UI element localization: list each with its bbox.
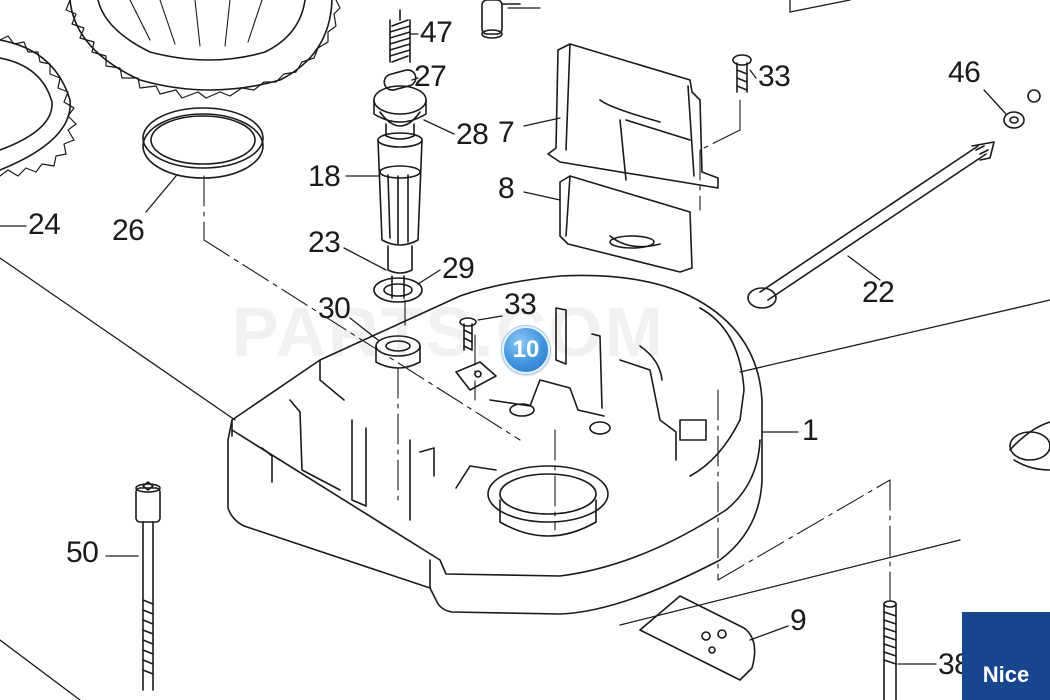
callout-26[interactable]: 26: [112, 214, 145, 247]
cover-7: [547, 43, 719, 189]
callout-50[interactable]: 50: [66, 536, 99, 569]
part-hotspot-10[interactable]: 10: [502, 326, 550, 374]
washer-46: [1003, 89, 1041, 129]
screw-33-top: [732, 54, 752, 93]
callout-9[interactable]: 9: [790, 604, 807, 637]
callout-27[interactable]: 27: [414, 60, 447, 93]
large-gear: [65, 0, 341, 99]
callout-33-top[interactable]: 33: [758, 60, 791, 93]
callout-33-mid[interactable]: 33: [504, 288, 537, 321]
plate-10: [455, 361, 497, 391]
callout-30[interactable]: 30: [318, 292, 351, 325]
cover-8: [559, 175, 693, 273]
callout-23[interactable]: 23: [308, 226, 341, 259]
arm-right: [1009, 421, 1050, 471]
callout-1[interactable]: 1: [802, 414, 819, 447]
brand-logo: Nice: [962, 612, 1050, 700]
callout-7[interactable]: 7: [498, 116, 515, 149]
callout-29[interactable]: 29: [442, 252, 475, 285]
watermark: PARTS.COM: [232, 293, 665, 371]
shaft-18: [377, 132, 423, 274]
brand-logo-text: Nice: [982, 662, 1030, 687]
ring-26: [142, 107, 264, 179]
bracket-9: [639, 595, 756, 681]
release-knob: [373, 69, 427, 140]
callout-18[interactable]: 18: [308, 160, 341, 193]
callout-8[interactable]: 8: [498, 172, 515, 205]
cap-screw-50: [135, 481, 161, 691]
callout-22[interactable]: 22: [862, 276, 895, 309]
rod-22: [747, 141, 995, 309]
screw-33-mid: [459, 317, 477, 351]
spring-47: [389, 9, 411, 63]
callout-leaders: [0, 7, 1007, 665]
callout-46[interactable]: 46: [948, 56, 981, 89]
callout-28[interactable]: 28: [456, 118, 489, 151]
stud-38: [883, 600, 897, 700]
callout-47[interactable]: 47: [420, 16, 453, 49]
bushing-30: [375, 335, 421, 369]
left-gear: [0, 35, 77, 177]
housing-1: [227, 274, 763, 615]
washer-29: [373, 275, 423, 303]
screw-top: [481, 0, 521, 39]
callout-24[interactable]: 24: [28, 208, 61, 241]
